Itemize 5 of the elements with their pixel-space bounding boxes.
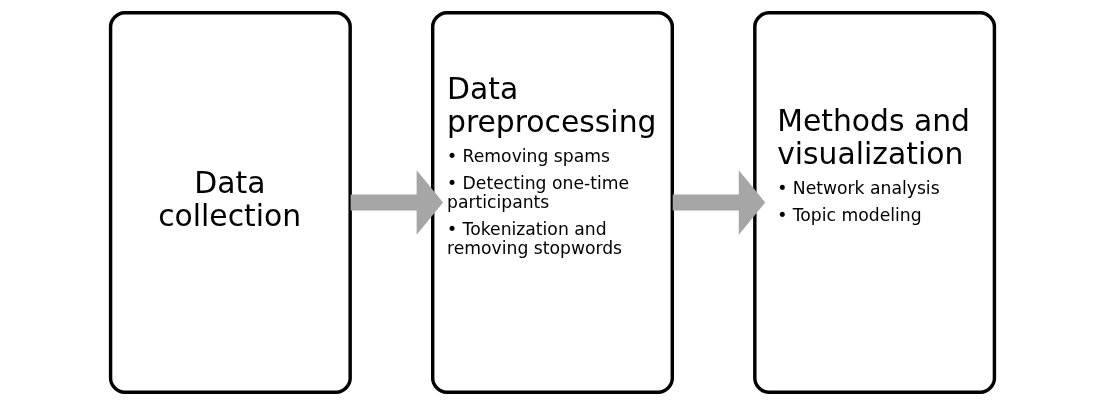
- arrow: [672, 170, 766, 235]
- node-box: Methods and visualization • Network analysis • Topic modeling: [753, 11, 997, 394]
- arrow: [350, 170, 444, 235]
- node-box: Data preprocessing • Removing spams • Detecting one-time participants • Tokenization and removing stopwords: [431, 11, 674, 394]
- node-box: Data collection: [108, 11, 352, 394]
